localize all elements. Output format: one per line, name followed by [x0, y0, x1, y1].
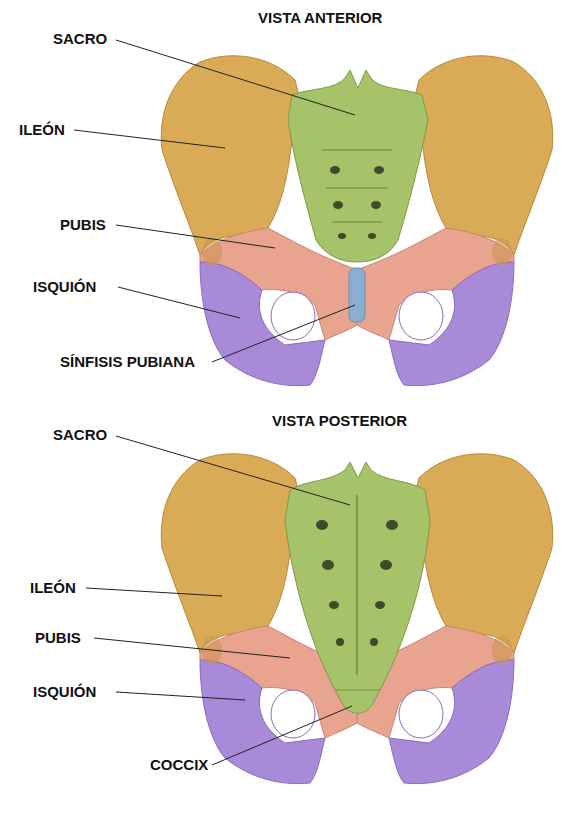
leader-line	[116, 40, 355, 115]
part-label: PUBIS	[60, 216, 106, 234]
part-label: ISQUIÓN	[33, 278, 96, 296]
leader-line	[212, 706, 352, 765]
leader-line	[74, 130, 225, 148]
leader-lines	[74, 40, 355, 765]
leader-line	[116, 225, 275, 248]
leader-line	[86, 588, 222, 596]
part-label: ISQUIÓN	[33, 683, 96, 701]
sacrum-ridge	[322, 150, 392, 222]
leader-line	[94, 638, 290, 658]
anterior-pelvis	[161, 56, 552, 386]
leader-line	[118, 287, 240, 318]
part-label: ILEÓN	[19, 121, 65, 139]
part-label: SACRO	[53, 426, 107, 444]
coccyx	[335, 690, 380, 713]
pubic-symphysis	[349, 268, 365, 322]
view-heading: VISTA POSTERIOR	[272, 412, 407, 430]
view-heading: VISTA ANTERIOR	[258, 9, 382, 27]
part-label: COCCIX	[150, 756, 208, 774]
part-label: SACRO	[53, 30, 107, 48]
leader-line	[212, 305, 355, 362]
sacrum	[285, 462, 430, 690]
part-label: SÍNFISIS PUBIANA	[60, 353, 195, 371]
median-sacral-crest	[356, 495, 358, 675]
leader-line	[116, 436, 350, 505]
sacrum	[288, 70, 428, 262]
leader-line	[116, 692, 245, 700]
part-label: ILEÓN	[30, 579, 76, 597]
part-label: PUBIS	[35, 629, 81, 647]
posterior-pelvis	[161, 454, 552, 784]
sacral-foramina	[330, 166, 384, 239]
sacral-foramina	[316, 520, 398, 646]
